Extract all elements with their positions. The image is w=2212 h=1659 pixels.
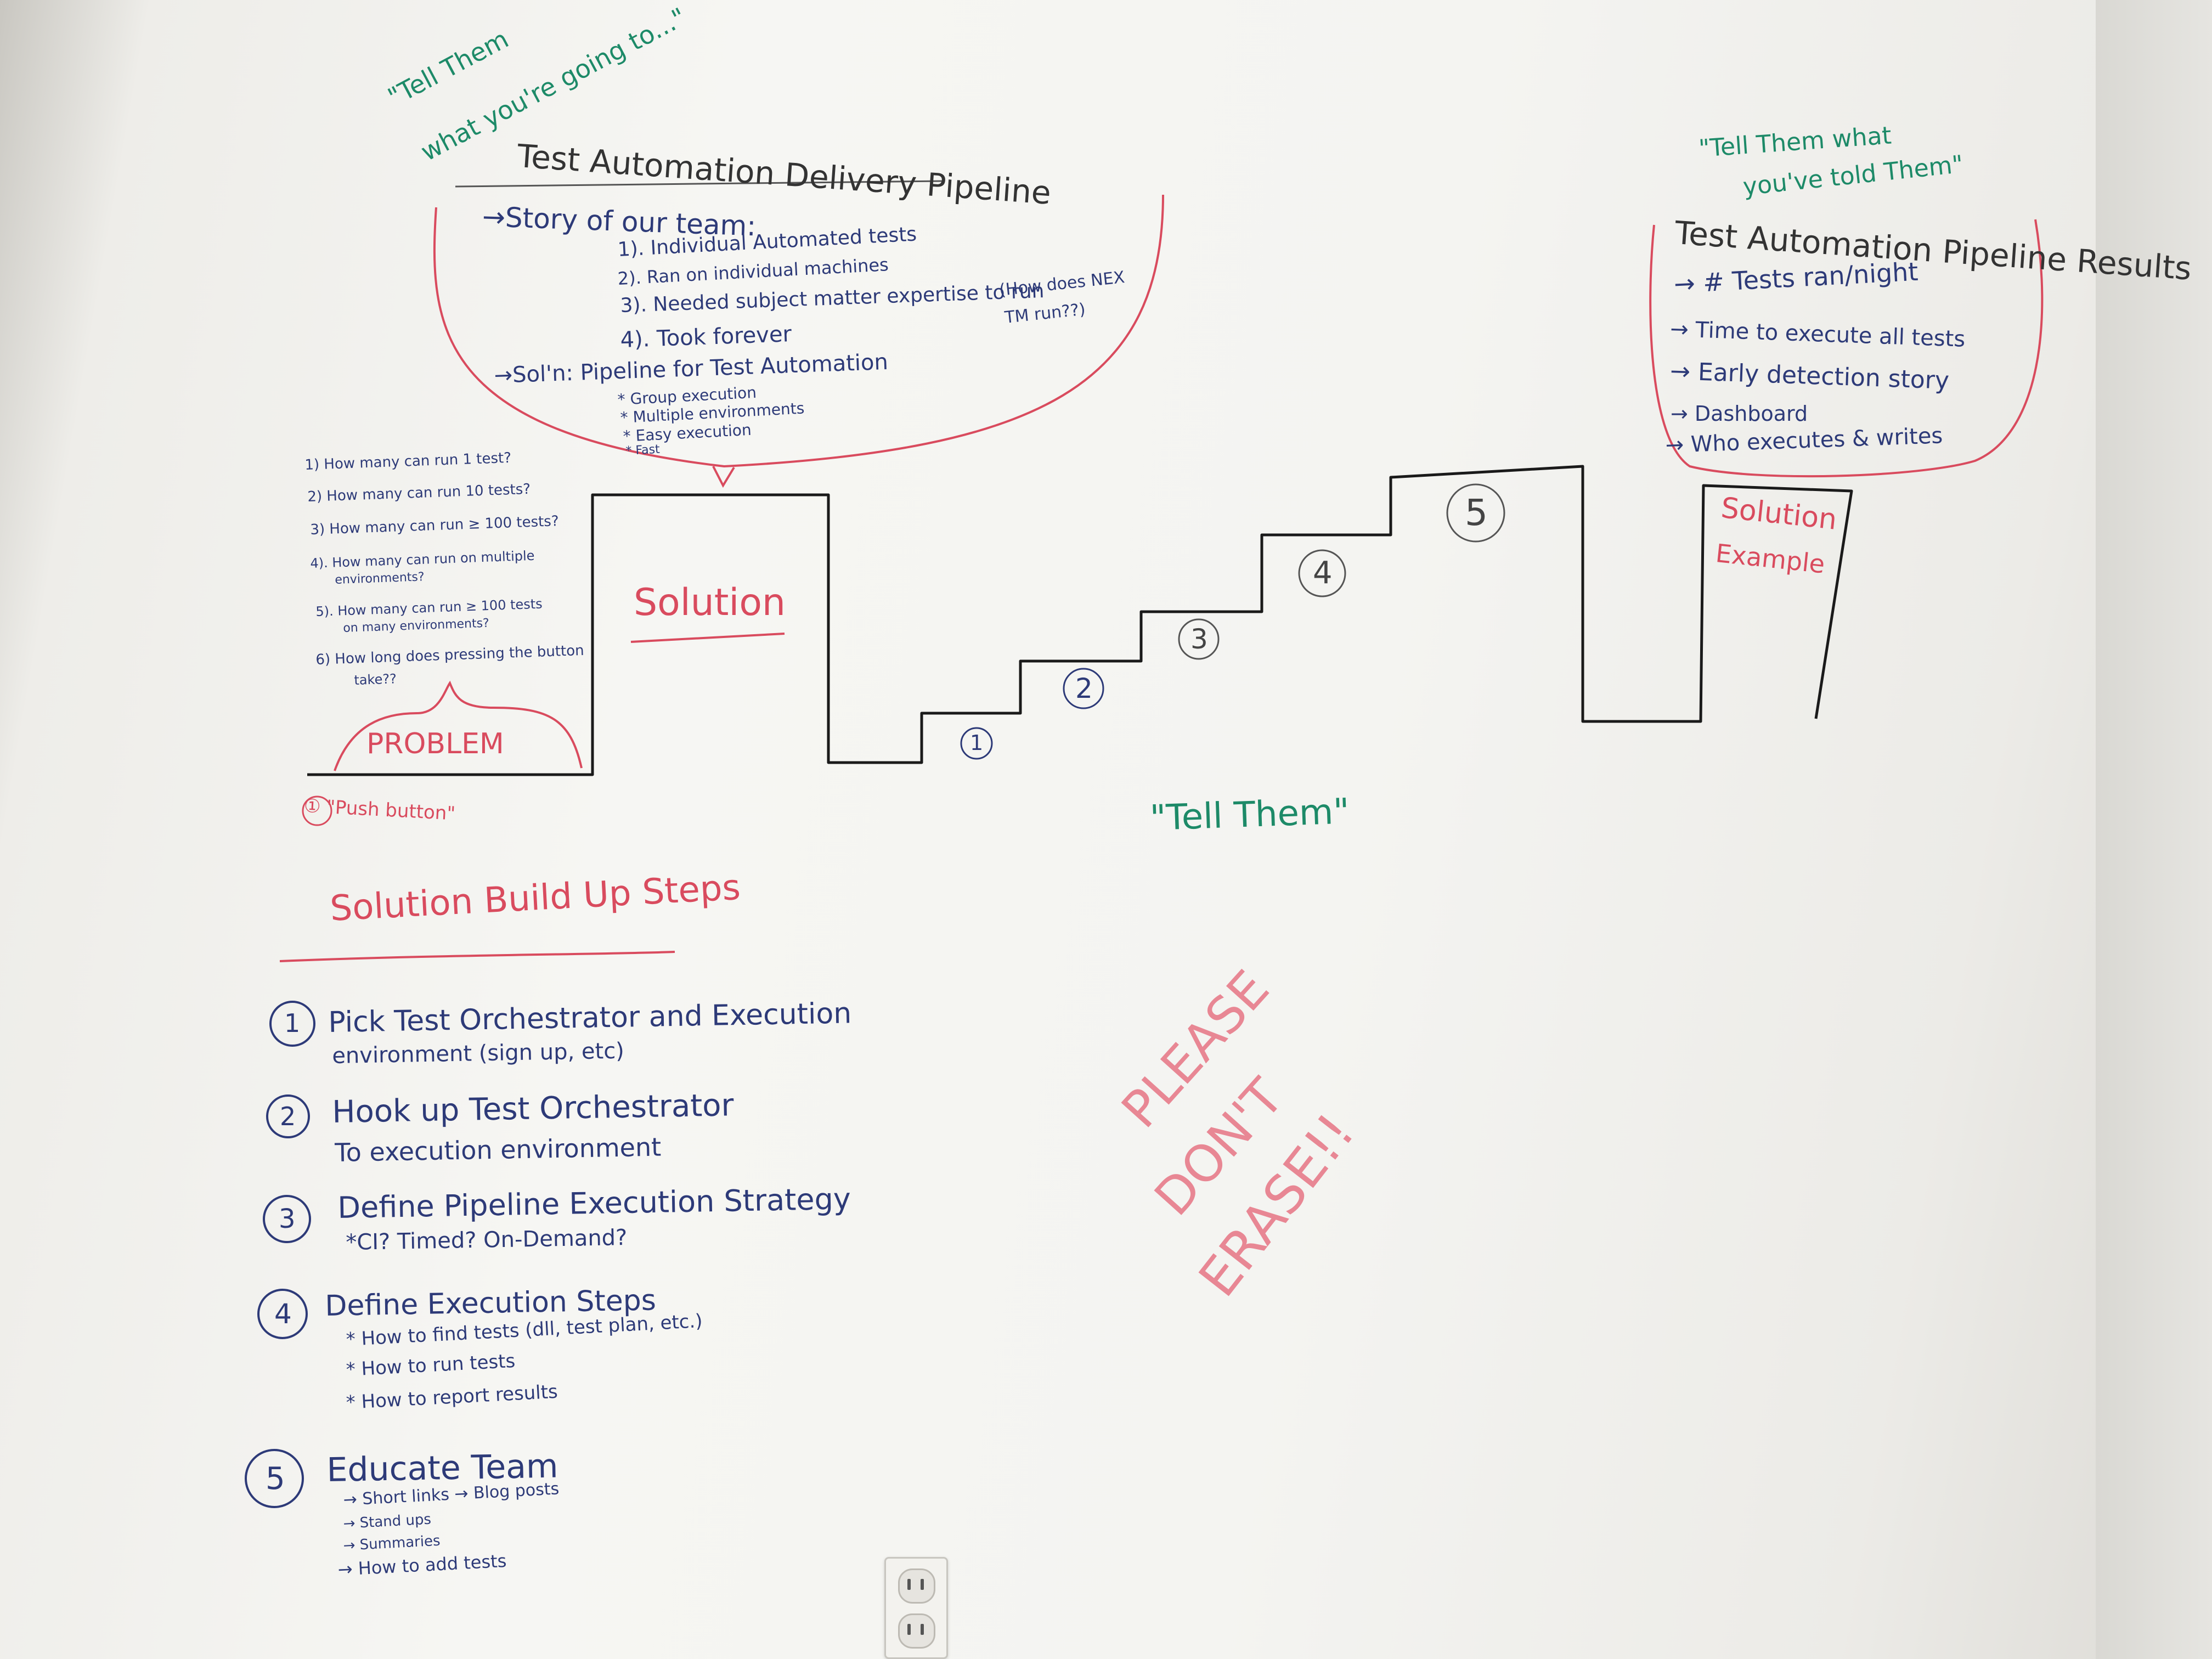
title-underline [455, 180, 944, 188]
problem-label: PROBLEM [366, 727, 504, 760]
problem-hump [334, 680, 583, 771]
tell-them-center-note: "Tell Them" [1149, 791, 1350, 839]
buildup-step-3-circle [263, 1195, 311, 1243]
intro-bracket-tip [712, 466, 735, 488]
step-2-label: 2 [1075, 673, 1093, 704]
buildup-step-3-line1: Define Pipeline Execution Strategy [337, 1181, 851, 1225]
problem-question-6b: take?? [353, 671, 397, 688]
intro-bracket [433, 194, 1164, 468]
buildup-step-2-num: 2 [280, 1102, 296, 1131]
step-4-circle [1298, 549, 1346, 597]
solution-underline [630, 633, 785, 643]
solution-item-4: * Fast [625, 442, 661, 458]
staircase-outline [307, 465, 1853, 776]
solution-label: Solution [634, 581, 786, 624]
buildup-step-3-line2: *CI? Timed? On-Demand? [345, 1225, 628, 1255]
buildup-step-2-circle [266, 1094, 310, 1138]
outlet-socket-top [898, 1568, 935, 1604]
problem-question-4b: environments? [334, 570, 425, 587]
outlet-socket-bottom [898, 1613, 935, 1649]
step-5-circle [1446, 483, 1505, 543]
story-item-4: 4). Took forever [619, 321, 792, 353]
buildup-underline [279, 951, 675, 962]
wall [2096, 0, 2212, 1659]
buildup-step-2-line1: Hook up Test Orchestrator [331, 1087, 735, 1130]
step-3-circle [1178, 618, 1220, 660]
buildup-step-5-circle [245, 1449, 304, 1508]
buildup-step-4-circle [257, 1289, 308, 1339]
results-bracket [1649, 219, 2044, 478]
results-item-4: → Dashboard [1671, 402, 1808, 426]
step-1-circle [960, 727, 993, 760]
buildup-step-4-num: 4 [274, 1298, 292, 1330]
buildup-step-1-num: 1 [284, 1008, 301, 1038]
step-3-label: 3 [1190, 623, 1208, 655]
step-1-label: 1 [970, 731, 984, 755]
step-4-label: 4 [1313, 555, 1333, 591]
buildup-step-1-line1: Pick Test Orchestrator and Execution [328, 997, 852, 1039]
buildup-step-5-num: 5 [266, 1461, 285, 1497]
step-2-circle [1063, 668, 1104, 709]
power-outlet [884, 1557, 948, 1659]
buildup-step-2-line2: To execution environment [334, 1132, 662, 1167]
buildup-step-3-num: 3 [279, 1204, 296, 1234]
buildup-step-5-line3: → Stand ups [342, 1511, 432, 1532]
buildup-step-1-circle [269, 1001, 315, 1047]
buildup-step-1-line2: environment (sign up, etc) [331, 1038, 625, 1069]
step-5-label: 5 [1465, 492, 1488, 534]
push-button-circle [302, 795, 332, 826]
